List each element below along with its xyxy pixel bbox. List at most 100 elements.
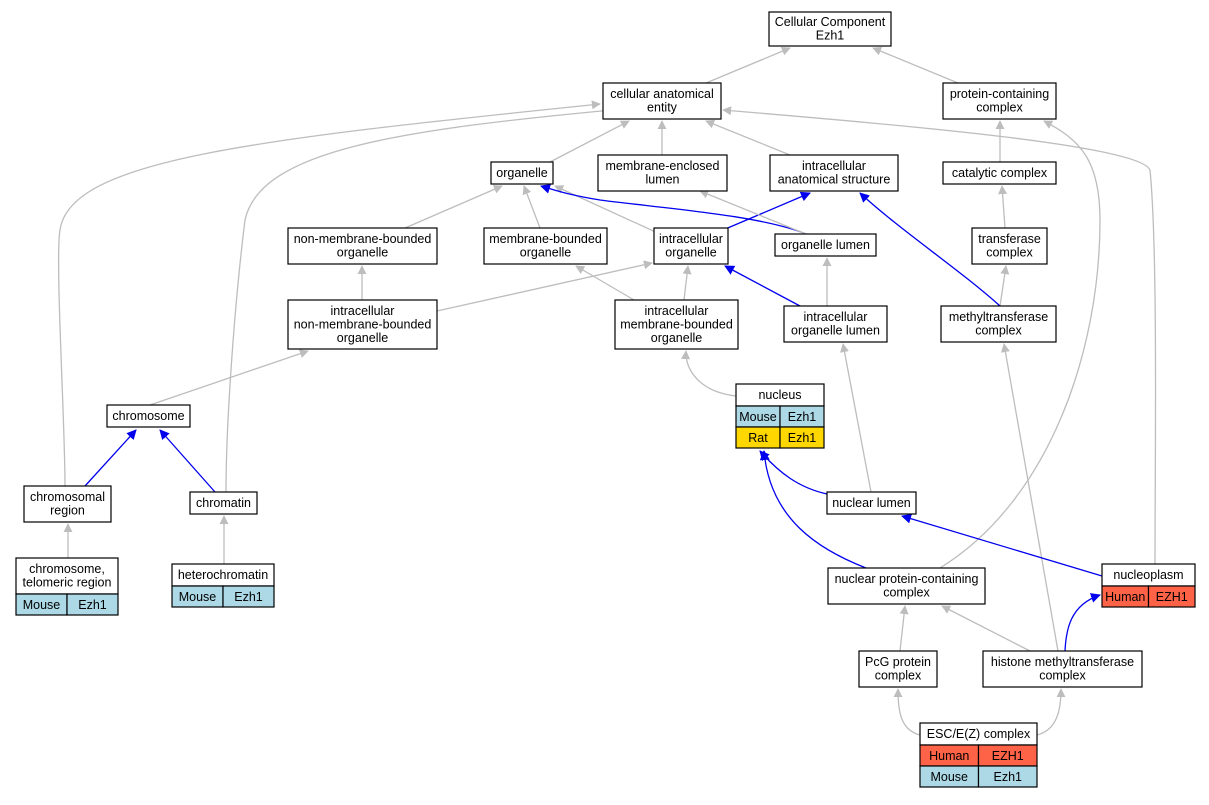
node-box [483, 227, 608, 265]
node-label: membrane-bounded [620, 317, 733, 331]
edge-chromatin-to-cae [225, 106, 613, 493]
node-label: organelle [337, 331, 388, 345]
edges-layer [57, 46, 1157, 736]
edge-chromosomal_region-to-chromosome [84, 429, 137, 487]
gene-label: Ezh1 [78, 598, 107, 612]
edge-nmbo-to-organelle [404, 185, 503, 229]
node-box [602, 82, 722, 120]
node-label: organelle [337, 246, 388, 260]
node-label: organelle [665, 246, 716, 260]
node-label: entity [647, 101, 678, 115]
node-label: chromosomal [30, 490, 105, 504]
edge-nucleus-to-imbo [681, 350, 737, 397]
node-label: nucleus [758, 388, 801, 402]
edge-chromatin-to-chromosome [159, 429, 216, 493]
gene-cell [66, 593, 119, 616]
gene-label: Ezh1 [994, 770, 1023, 784]
edge-cae-to-cc_root [705, 46, 791, 84]
node-label: complex [883, 586, 930, 600]
node-box [15, 557, 119, 595]
species-label: Mouse [23, 598, 61, 612]
edge-inmbo-to-io [436, 260, 653, 312]
gene-cell [222, 585, 275, 608]
node-label: nuclear protein-containing [835, 572, 979, 586]
node-label: cellular anatomical [610, 87, 714, 101]
node-label: complex [986, 246, 1033, 260]
gene-label: Ezh1 [234, 590, 263, 604]
edge-nuclear_lumen-to-nucleus [759, 450, 828, 495]
node-organelle[interactable]: organelle [490, 161, 554, 185]
node-box [942, 82, 1057, 120]
node-label: Ezh1 [816, 29, 845, 43]
node-box [653, 227, 729, 265]
edge-imbo-to-io [682, 265, 692, 301]
node-box [858, 650, 938, 688]
node-label: nuclear lumen [832, 496, 911, 510]
gene-label: EZH1 [992, 749, 1024, 763]
gene-label: Ezh1 [788, 431, 817, 445]
node-label: intracellular [659, 232, 723, 246]
node-label: ESC/E(Z) complex [927, 727, 1031, 741]
node-box [774, 233, 877, 257]
node-label: intracellular [802, 159, 866, 173]
species-label: Human [929, 749, 969, 763]
node-box [942, 161, 1057, 185]
gene-cell [977, 765, 1038, 788]
node-label: protein-containing [950, 87, 1049, 101]
node-inmbo[interactable]: intracellularnon-membrane-boundedorganel… [287, 299, 438, 350]
node-label: catalytic complex [952, 166, 1048, 180]
node-label: chromosome [112, 409, 184, 423]
node-box [827, 567, 986, 605]
node-label: organelle lumen [791, 324, 880, 338]
node-chromatin[interactable]: chromatin [189, 491, 258, 515]
node-label: intracellular [331, 304, 395, 318]
node-box [490, 161, 554, 185]
node-ol[interactable]: organelle lumen [774, 233, 877, 257]
edge-nucleoplasm-to-nuclear_lumen [901, 513, 1103, 577]
node-label: intracellular [804, 310, 868, 324]
edge-organelle-to-cae [549, 120, 630, 163]
edge-esc-to-hmtc [1036, 688, 1066, 736]
edge-npcc-to-nucleus [759, 450, 867, 569]
node-label: complex [976, 101, 1023, 115]
node-box [768, 11, 892, 47]
species-label: Human [1105, 590, 1145, 604]
edge-ol-to-mel [699, 189, 807, 235]
edge-nuclear_lumen-to-iol [840, 343, 872, 493]
node-label: Cellular Component [775, 15, 886, 29]
node-catalytic[interactable]: catalytic complex [942, 161, 1057, 185]
edge-hmtc-to-nucleoplasm [1064, 593, 1101, 652]
edge-chromosome-to-inmbo [149, 349, 309, 406]
node-label: membrane-enclosed [606, 159, 720, 173]
node-box [982, 650, 1143, 688]
species-label: Mouse [179, 590, 217, 604]
node-nuclear_lumen[interactable]: nuclear lumen [826, 491, 917, 515]
node-label: region [50, 504, 85, 518]
node-label: intracellular [645, 304, 709, 318]
node-chromosome[interactable]: chromosome [106, 404, 191, 428]
node-box [597, 154, 728, 192]
node-box [189, 491, 258, 515]
